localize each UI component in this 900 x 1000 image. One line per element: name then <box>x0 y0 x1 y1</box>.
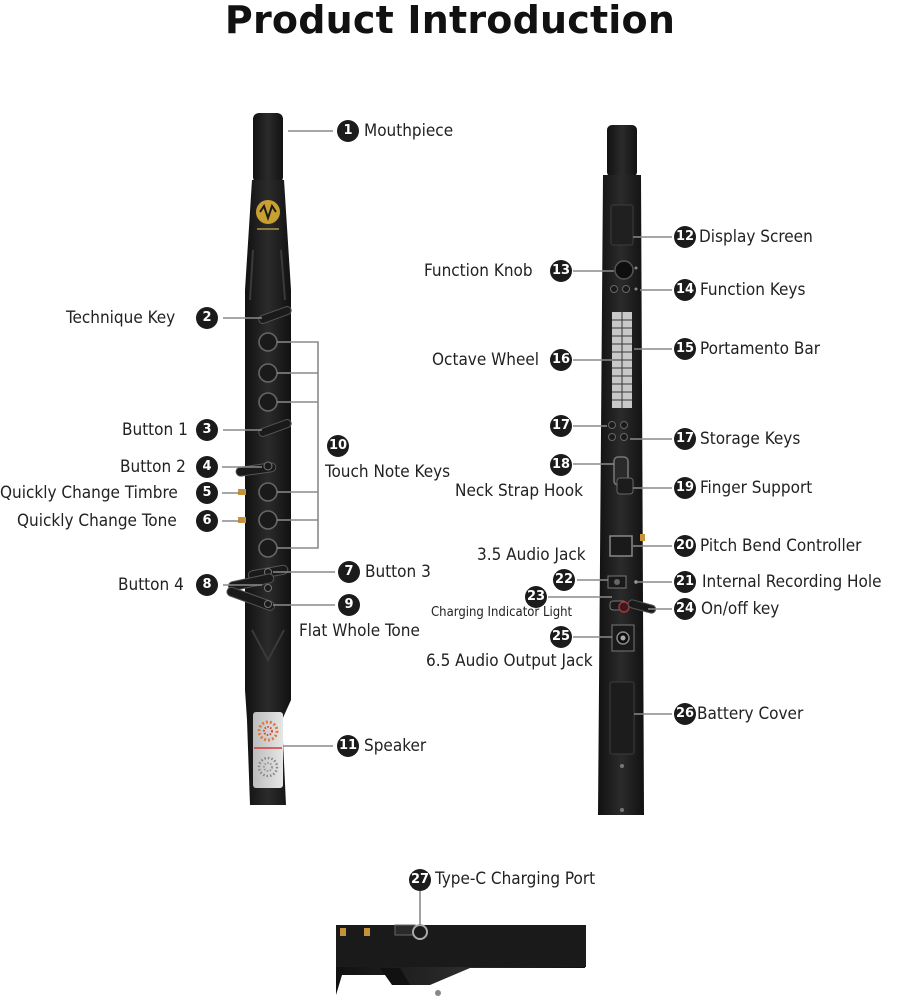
callout-label-quickly-change-tone: Quickly Change Tone <box>17 511 177 531</box>
callout-badge: 9 <box>338 594 360 616</box>
callout-label-charging-indicator-light: Charging Indicator Light <box>431 605 573 620</box>
display-screen-shape <box>610 204 634 246</box>
callout-label-button-1: Button 1 <box>122 420 188 440</box>
pitch-bend-shape <box>609 535 633 557</box>
callout-label-button-2: Button 2 <box>120 457 186 477</box>
callout-badge: 17 <box>550 415 572 437</box>
callout-badge: 13 <box>550 260 572 282</box>
callout-badge: 23 <box>525 586 547 608</box>
instrument-front <box>226 113 292 805</box>
callout-badge: 5 <box>196 482 218 504</box>
mouthpiece-shape <box>253 113 283 183</box>
callout-label-mouthpiece: Mouthpiece <box>364 121 454 141</box>
callout-badge: 3 <box>196 419 218 441</box>
callout-label-octave-wheel: Octave Wheel <box>432 350 540 370</box>
callout-badge: 25 <box>550 626 572 648</box>
callout-badge: 18 <box>550 454 572 476</box>
timbre-pin-shape <box>238 489 246 495</box>
callout-label-button-4: Button 4 <box>118 575 184 595</box>
instrument-bottom <box>336 924 586 996</box>
callout-label-6-5-audio-output-jack: 6.5 Audio Output Jack <box>426 651 593 671</box>
tone-pin-shape <box>238 517 246 523</box>
callout-badge: 22 <box>553 569 575 591</box>
callout-label-display-screen: Display Screen <box>699 227 813 247</box>
callout-label-quickly-change-timbre: Quickly Change Timbre <box>0 483 178 503</box>
callout-label-speaker: Speaker <box>364 736 427 756</box>
callout-badge: 11 <box>337 735 359 757</box>
mouthpiece-back-shape <box>607 125 637 177</box>
callout-badge: 15 <box>674 338 696 360</box>
function-knob-shape <box>614 260 634 280</box>
callout-badge: 20 <box>674 535 696 557</box>
callout-label-on-off-key: On/off key <box>701 599 780 619</box>
logo-icon <box>256 200 280 224</box>
callout-badge: 8 <box>196 574 218 596</box>
callout-label-button-3: Button 3 <box>365 562 431 582</box>
callout-badge: 21 <box>674 571 696 593</box>
callout-label-storage-keys: Storage Keys <box>700 429 801 449</box>
callout-label-3-5-audio-jack: 3.5 Audio Jack <box>477 545 586 565</box>
callout-badge: 1 <box>337 120 359 142</box>
back-body-shape <box>598 175 644 815</box>
callout-label-battery-cover: Battery Cover <box>697 704 804 724</box>
callout-badge: 17 <box>674 428 696 450</box>
callout-badge: 26 <box>674 703 696 725</box>
callout-label-internal-recording-hole: Internal Recording Hole <box>702 572 882 592</box>
leader-lines <box>222 130 672 925</box>
callout-label-pitch-bend-controller: Pitch Bend Controller <box>700 536 862 556</box>
callout-badge: 27 <box>409 869 431 891</box>
callout-badge: 19 <box>674 477 696 499</box>
callout-label-finger-support: Finger Support <box>700 478 813 498</box>
callout-label-function-keys: Function Keys <box>700 280 806 300</box>
callout-badge: 4 <box>196 456 218 478</box>
callout-badge: 7 <box>338 561 360 583</box>
page-title: Product Introduction <box>224 0 676 42</box>
technique-key-shape <box>258 306 292 324</box>
callout-badge: 6 <box>196 510 218 532</box>
callout-label-technique-key: Technique Key <box>66 308 176 328</box>
callout-badge: 24 <box>674 598 696 620</box>
callout-badge: 14 <box>674 279 696 301</box>
instrument-back <box>598 125 657 815</box>
callout-badge: 12 <box>674 226 696 248</box>
callout-label-type-c-charging-port: Type-C Charging Port <box>435 869 596 889</box>
battery-cover-shape <box>609 681 635 755</box>
callout-badge: 16 <box>550 349 572 371</box>
callout-badge: 2 <box>196 307 218 329</box>
callout-label-touch-note-keys: Touch Note Keys <box>325 462 451 482</box>
callout-badge: 10 <box>327 435 349 457</box>
callout-label-portamento-bar: Portamento Bar <box>700 339 820 359</box>
callout-label-neck-strap-hook: Neck Strap Hook <box>455 481 583 501</box>
callout-label-flat-whole-tone: Flat Whole Tone <box>299 621 420 641</box>
callout-label-function-knob: Function Knob <box>424 261 533 281</box>
